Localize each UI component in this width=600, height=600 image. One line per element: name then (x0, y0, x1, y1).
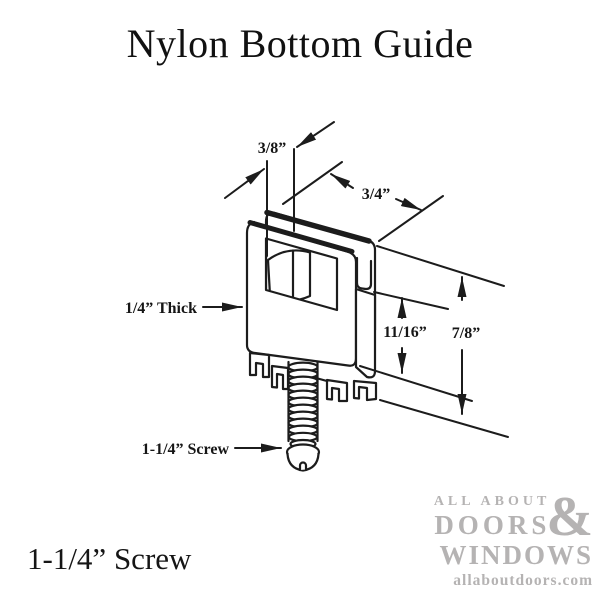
label-overall-height: 7/8” (452, 325, 480, 342)
page-title: Nylon Bottom Guide (126, 21, 474, 66)
foot-front-right (325, 378, 349, 403)
arrow-3-4-right (395, 197, 422, 211)
extension-lines-3-8 (266, 148, 295, 257)
dimension-thickness: 1/4” Thick (125, 300, 243, 317)
dimension-inner-height: 11/16” (359, 291, 473, 402)
dimension-screw: 1-1/4” Screw (142, 441, 282, 458)
dimension-slot-width: 3/8” (224, 121, 335, 257)
extension-line-11-16-top (373, 291, 449, 310)
notch (355, 256, 373, 291)
foot-back-right (352, 379, 378, 402)
extension-line-7-8-top (376, 245, 505, 287)
feet (248, 351, 378, 403)
logo-website: allaboutdoors.com (453, 571, 593, 589)
extension-line-7-8-bottom (379, 399, 509, 438)
screw-tip-notch (298, 461, 308, 472)
boss-cylinder (266, 249, 312, 303)
arrow-3-8-left (224, 168, 265, 199)
back-wall-top-edge (264, 209, 372, 244)
dimension-channel-depth: 3/4” (282, 161, 444, 242)
label-screw: 1-1/4” Screw (142, 441, 230, 458)
arrow-3-4-left (330, 173, 354, 189)
foot-front-left (248, 351, 271, 379)
extension-lines-3-4 (282, 161, 444, 242)
caption-screw-size: 1-1/4” Screw (27, 541, 192, 576)
dimension-annotations: 3/8” 3/4” 1/4” Thick 11/16” (125, 121, 509, 458)
company-logo: ALL ABOUT DOORS & WINDOWS allaboutdoors.… (434, 485, 593, 589)
label-thickness: 1/4” Thick (125, 300, 197, 317)
logo-left-column: ALL ABOUT DOORS (434, 495, 551, 539)
logo-doors: DOORS (434, 510, 551, 541)
guide-body (245, 209, 378, 472)
label-slot-width: 3/8” (258, 140, 286, 157)
dimension-overall-height: 7/8” (376, 245, 509, 438)
extension-line-11-16-bottom (359, 365, 473, 402)
logo-windows: WINDOWS (439, 539, 593, 570)
label-channel-depth: 3/4” (362, 186, 390, 203)
logo-all-about: ALL ABOUT (433, 494, 551, 510)
screw (285, 360, 321, 472)
label-inner-height: 11/16” (383, 324, 427, 341)
logo-ampersand: & (546, 485, 593, 548)
foot-back-left (270, 364, 290, 391)
logo-top-rows: ALL ABOUT DOORS & (434, 485, 593, 548)
arrow-3-8-right (296, 121, 335, 148)
